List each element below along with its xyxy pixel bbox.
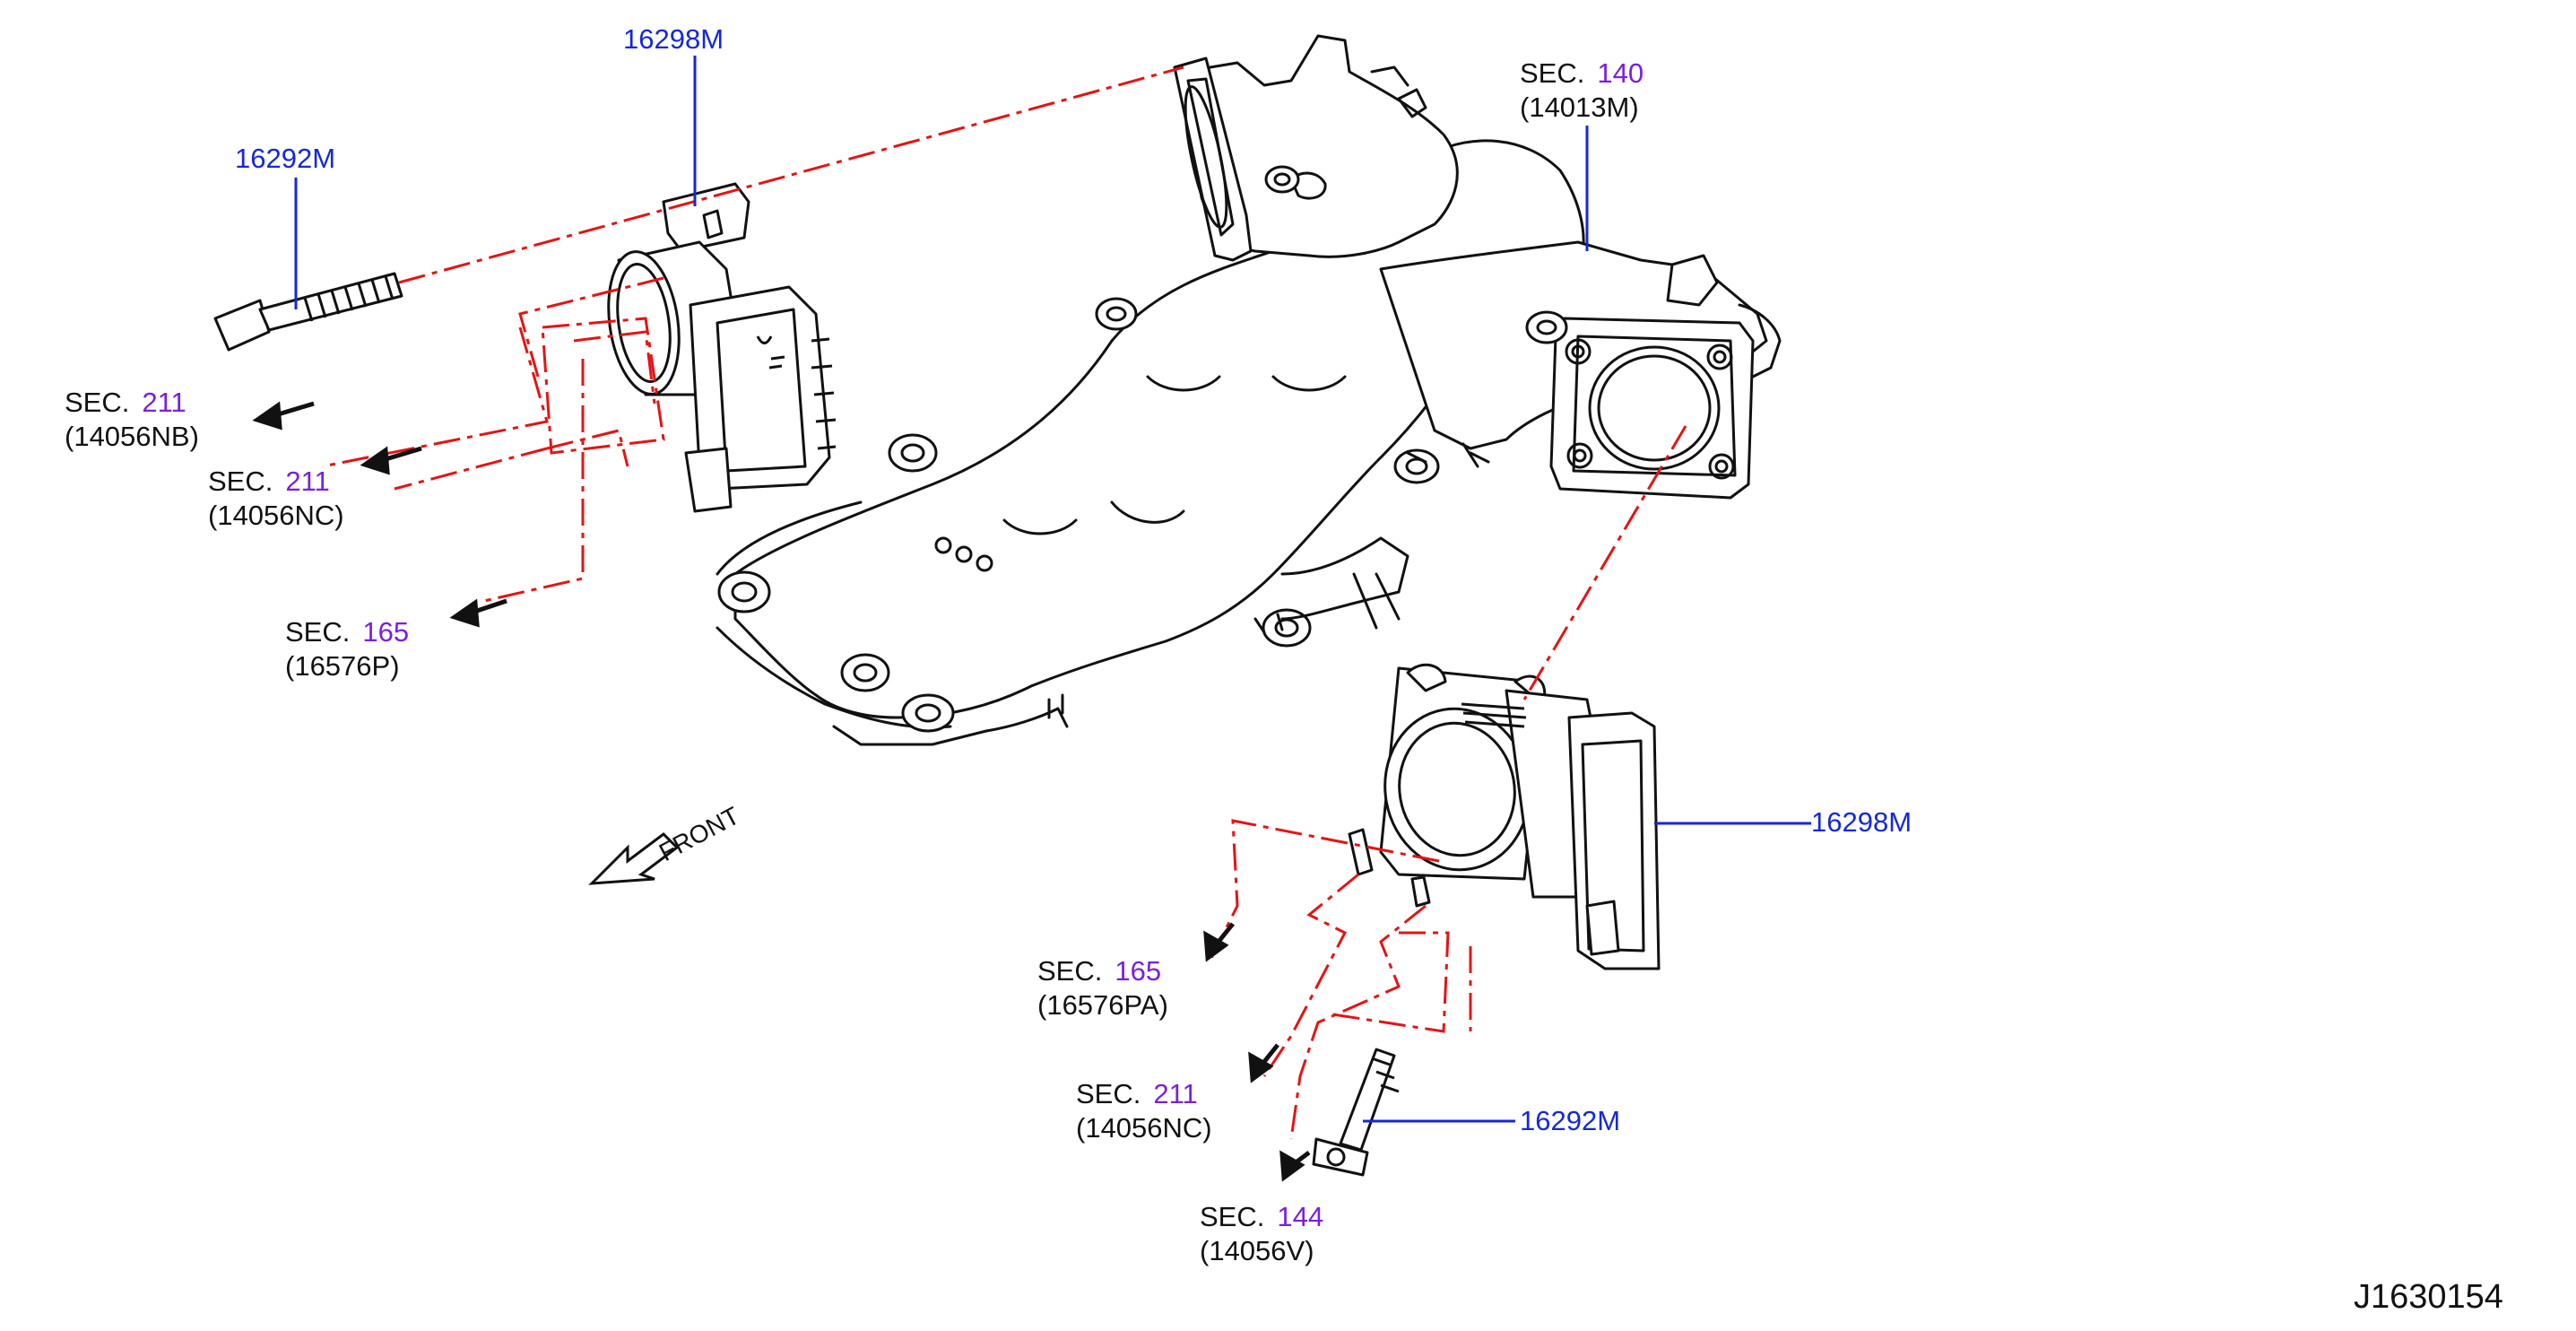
- bolt-upper: [213, 272, 403, 352]
- section-ref-211-nc-top: SEC.211 (14056NC): [208, 465, 344, 531]
- leader-lines: [294, 56, 1811, 1123]
- front-arrow-icon: [588, 832, 680, 885]
- part-number-bolt-bottom: 16292M: [1520, 1105, 1621, 1136]
- throttle-body-upper: [607, 182, 837, 513]
- part-number-throttle-top: 16298M: [623, 23, 724, 55]
- part-number-throttle-right: 16298M: [1811, 806, 1912, 838]
- section-arrows: [252, 401, 1311, 1182]
- section-ref-211-nc-bottom: SEC.211 (14056NC): [1076, 1078, 1212, 1144]
- mounting-bosses: [717, 165, 1568, 733]
- phantom-lines: [322, 65, 1687, 1140]
- throttle-body-lower: [1348, 663, 1661, 970]
- section-ref-165-p: SEC.165 (16576P): [285, 616, 410, 682]
- section-ref-165-pa: SEC.165 (16576PA): [1037, 955, 1168, 1021]
- bolt-lower: [1312, 1048, 1400, 1177]
- section-ref-211-nb: SEC.211 (14056NB): [65, 387, 199, 452]
- part-number-bolt-top: 16292M: [235, 143, 336, 174]
- section-ref-140: SEC.140 (14013M): [1520, 57, 1644, 123]
- intake-manifold: [716, 34, 1782, 746]
- section-ref-144: SEC.144 (14056V): [1200, 1201, 1324, 1266]
- drawing-reference-number: J1630154: [2354, 1278, 2503, 1316]
